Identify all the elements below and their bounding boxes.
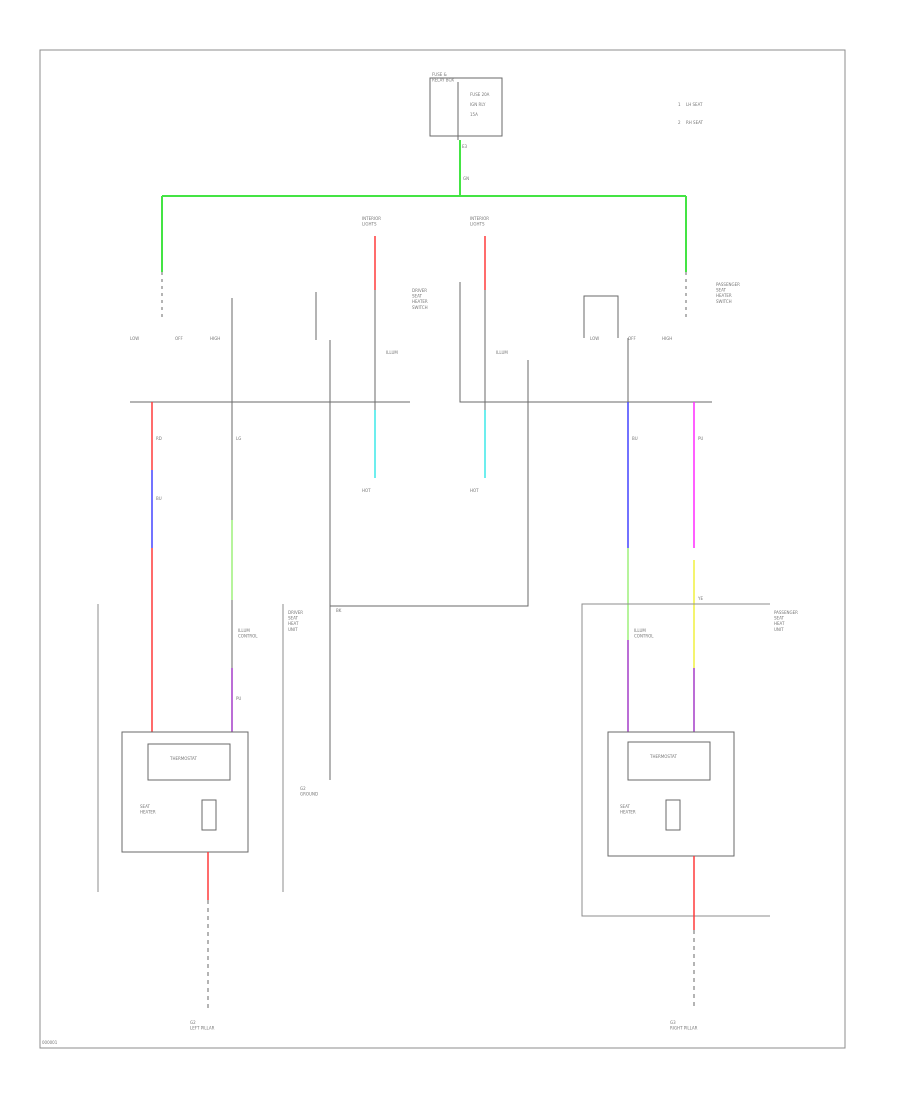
passenger-unit-box [607,731,735,857]
passenger-switch-high: HIGH [662,336,672,341]
label-hot-a: HOT [362,488,371,493]
legend-key-1: 1 [678,102,681,107]
diagram-frame [39,49,846,1049]
fuse-block-outline [429,77,503,137]
driver-switch-illum: ILLUM [386,350,398,355]
driver-seat-heater-element [201,799,217,831]
code-pu-driver: PU [236,696,241,701]
driver-switch-low: LOW [130,336,139,341]
driver-unit-box [121,731,249,853]
passenger-switch-outline [459,282,712,403]
passenger-seat-heater-element [665,799,681,831]
fuse-block: FUSE &RELAY BOX FUSE 20A IGN RLY 15A E3 [429,72,503,149]
code-gn-top: GN [463,176,469,181]
driver-thermostat-label: THERMOSTAT [169,756,197,761]
passenger-switch-illum: ILLUM [496,350,508,355]
driver-switch-off: OFF [175,336,183,341]
green-supply-bus: GN [161,140,687,272]
passenger-thermostat-label: THERMOSTAT [649,754,677,759]
code-bu-passenger: BU [632,436,638,441]
code-bu-driver: BU [156,496,162,501]
code-rd-driver: RD [156,436,162,441]
code-bk-center: BK [336,608,342,613]
legend-label-1: LH SEAT [686,102,703,107]
passenger-unit-outline [581,603,770,917]
passenger-switch-link [583,295,619,338]
wire-ground-join [330,402,529,607]
legend-label-2: RH SEAT [686,120,704,125]
legend-key-2: 2 [678,120,681,125]
footer-code: 000001 [42,1040,58,1045]
fuse-line-3: 15A [470,112,478,117]
fuse-connector: E3 [462,144,468,149]
label-hot-b: HOT [470,488,479,493]
code-pu-passenger: PU [698,436,703,441]
code-lg-driver: LG [236,436,241,441]
fuse-line-1: FUSE 20A [470,92,490,97]
legend: 1 LH SEAT 2 RH SEAT [678,102,704,125]
fuse-line-2: IGN RLY [470,102,486,107]
passenger-switch-low: LOW [590,336,599,341]
driver-thermostat-box [147,743,231,781]
code-ye-passenger: YE [697,596,703,601]
driver-switch-high: HIGH [210,336,220,341]
passenger-switch-off: OFF [628,336,636,341]
fuse-block-title: FUSE &RELAY BOX [432,72,454,83]
passenger-thermostat-box [627,741,711,781]
